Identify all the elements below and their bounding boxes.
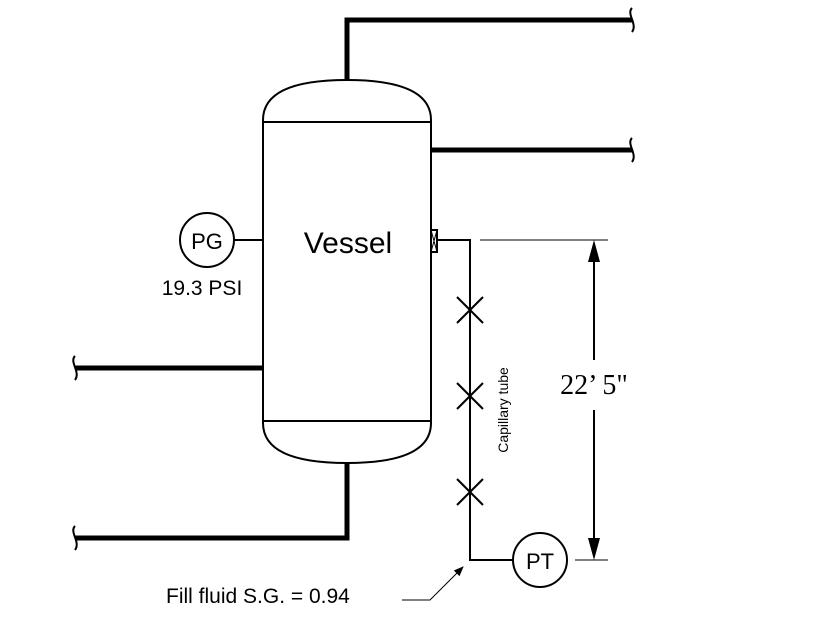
diaphragm-seal: [430, 229, 438, 253]
capillary-label: Capillary tube: [495, 367, 511, 453]
gauge-reading: 19.3 PSI: [162, 277, 243, 300]
capillary-tube: Capillary tube: [437, 239, 513, 561]
fill-fluid-label: Fill fluid S.G. = 0.94: [166, 585, 350, 608]
gauge-bubble: [179, 212, 235, 268]
pipe-break-icon: [629, 7, 635, 33]
dimension-label: 22’ 5": [560, 370, 628, 401]
elevation-dimension: 22’ 5": [480, 239, 628, 561]
fill-fluid-callout: Fill fluid S.G. = 0.94: [166, 566, 464, 608]
gauge-tag: PG: [191, 229, 223, 254]
vessel-label: Vessel: [304, 227, 392, 260]
pipe-break-icon: [72, 525, 78, 551]
pressure-transmitter: PT: [512, 532, 568, 588]
pipe-break-icon: [629, 137, 635, 163]
capillary-mark-icon: [456, 478, 484, 506]
vessel: Vessel: [262, 78, 432, 465]
pipe-right: [430, 137, 635, 163]
arrow-up-icon: [588, 240, 600, 262]
pipe-break-icon: [72, 355, 78, 381]
pipe-left: [72, 355, 264, 381]
transmitter-tag: PT: [526, 549, 554, 574]
transmitter-bubble: [512, 532, 568, 588]
capillary-mark-icon: [456, 296, 484, 324]
pipe-top: [344, 7, 635, 80]
arrow-down-icon: [588, 538, 600, 560]
capillary-mark-icon: [456, 382, 484, 410]
callout-leader: [402, 566, 464, 601]
pressure-gauge: PG 19.3 PSI: [162, 212, 263, 300]
pipe-bottom: [72, 463, 350, 551]
